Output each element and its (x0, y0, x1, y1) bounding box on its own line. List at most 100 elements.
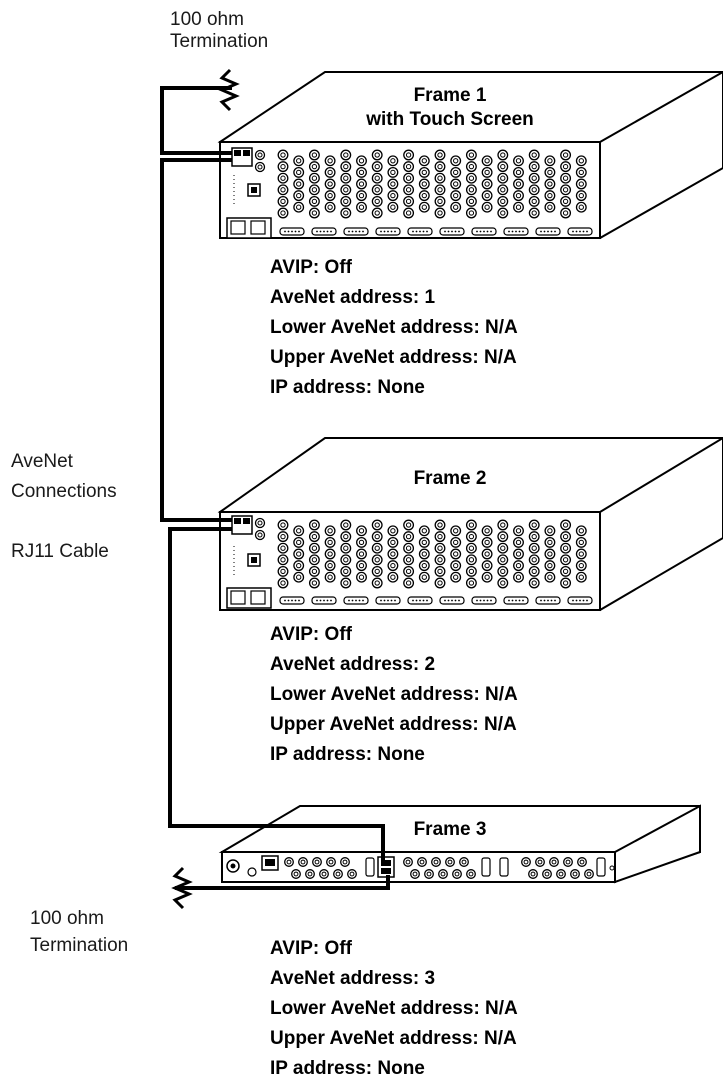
top-termination-cable (160, 86, 232, 155)
bnc-connector (324, 560, 336, 572)
bnc-connector (418, 571, 430, 583)
bnc-connector (356, 155, 367, 167)
bnc-connector (465, 161, 477, 173)
frame-1-title: Frame 1 with Touch Screen (366, 85, 534, 130)
bnc-connector (513, 201, 524, 213)
bnc-connector (340, 565, 352, 577)
bnc-connector (340, 531, 352, 543)
bnc-connector (560, 519, 572, 531)
bnc-connector (305, 869, 315, 879)
bnc-connector (387, 560, 399, 572)
bnc-connector (450, 190, 462, 202)
bnc-connector (403, 542, 415, 554)
bnc-connector (481, 536, 493, 548)
frame-3-settings: AVIP: Off AveNet address: 3 Lower AveNet… (270, 934, 518, 1084)
bnc-connector (434, 195, 446, 207)
bnc-connector (284, 857, 294, 867)
bnc-connector (575, 155, 587, 167)
bnc-connector (560, 161, 572, 173)
bnc-connector (544, 548, 556, 560)
bnc-connector (513, 560, 524, 572)
bnc-connector (431, 857, 441, 867)
bnc-connector (450, 155, 462, 167)
frame-2-title: Frame 2 (413, 468, 487, 489)
bnc-connector (308, 195, 320, 207)
bnc-connector (513, 536, 524, 548)
frame-2-settings: AVIP: Off AveNet address: 2 Lower AveNet… (270, 620, 518, 770)
bnc-connector (340, 161, 352, 173)
bnc-connector (403, 577, 415, 589)
bnc-connector (450, 201, 462, 213)
bnc-connector (544, 560, 556, 572)
bnc-connector (371, 531, 383, 543)
bnc-connector (513, 178, 524, 190)
setting-ip-address: IP address: None (270, 1058, 425, 1079)
bnc-connector (450, 166, 462, 178)
setting-lower-avenet-address: Lower AveNet address: N/A (270, 998, 518, 1019)
setting-avip: AVIP: Off (270, 257, 352, 278)
bnc-connector (560, 577, 572, 589)
bnc-connector (575, 201, 587, 213)
bnc-connector (575, 525, 587, 537)
bnc-connector (277, 149, 289, 161)
bnc-connector (450, 548, 462, 560)
bnc-connector (497, 554, 509, 566)
bnc-connector (324, 166, 336, 178)
bnc-connector (308, 542, 320, 554)
bnc-connector (434, 577, 446, 589)
bnc-connector (575, 548, 587, 560)
bnc-connector (371, 519, 383, 531)
bnc-connector (577, 857, 587, 867)
bnc-connector (403, 149, 415, 161)
bnc-connector (371, 554, 383, 566)
bnc-connector (418, 178, 430, 190)
bnc-connector (544, 536, 556, 548)
bnc-connector (340, 172, 352, 184)
bnc-connector (556, 869, 566, 879)
bnc-connector (418, 548, 430, 560)
bnc-connector (356, 548, 367, 560)
bnc-connector (308, 565, 320, 577)
bnc-connector (371, 577, 383, 589)
bnc-connector (544, 571, 556, 583)
bnc-connector (277, 161, 289, 173)
bnc-connector (575, 166, 587, 178)
bnc-connector (584, 869, 594, 879)
frame-2-chassis (217, 437, 723, 612)
bnc-connector (465, 519, 477, 531)
bnc-connector (340, 519, 352, 531)
setting-avenet-address: AveNet address: 1 (270, 287, 436, 308)
bnc-connector (308, 184, 320, 196)
bnc-connector (371, 207, 383, 219)
bnc-connector (387, 166, 399, 178)
bnc-connector (293, 548, 305, 560)
bnc-connector (387, 155, 399, 167)
bnc-connector (528, 554, 540, 566)
bnc-connector (513, 155, 524, 167)
bnc-connector (497, 519, 509, 531)
bnc-connector (497, 172, 509, 184)
setting-avip: AVIP: Off (270, 624, 352, 645)
bnc-connector (434, 554, 446, 566)
bnc-connector (450, 178, 462, 190)
bnc-connector (560, 195, 572, 207)
bnc-connector (293, 190, 305, 202)
bnc-connector (403, 161, 415, 173)
bnc-connector (340, 542, 352, 554)
bnc-connector (466, 869, 476, 879)
bnc-connector (308, 207, 320, 219)
bnc-connector (521, 857, 531, 867)
bnc-connector (293, 178, 305, 190)
bnc-connector (387, 190, 399, 202)
bnc-connector (481, 190, 493, 202)
bnc-connector (410, 869, 420, 879)
bnc-connector (438, 869, 448, 879)
bnc-connector (434, 565, 446, 577)
bnc-connector (403, 207, 415, 219)
rj11-cable-frame1-to-frame2 (160, 158, 232, 522)
bnc-connector (560, 149, 572, 161)
bnc-connector (418, 201, 430, 213)
bnc-connector (356, 178, 367, 190)
bnc-connector (277, 531, 289, 543)
bnc-connector (481, 571, 493, 583)
